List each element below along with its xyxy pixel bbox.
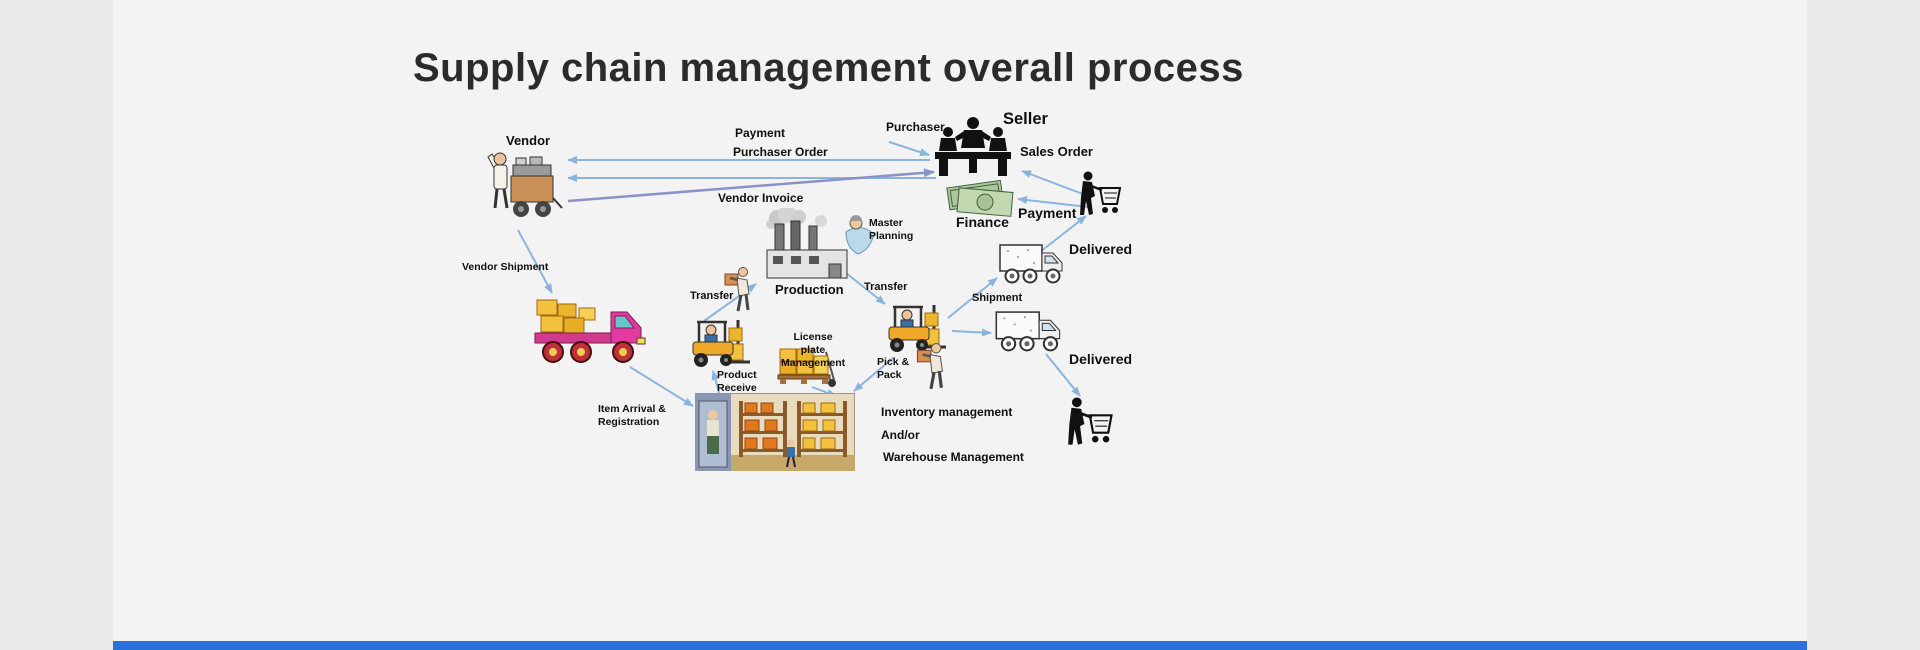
- item-arrival-registration-label: Item Arrival & Registration: [598, 403, 666, 429]
- pallet-clipart: [776, 346, 836, 388]
- license-plate-management-label: License plate Management: [781, 331, 846, 370]
- delivery-truck-bottom-clipart: [993, 308, 1065, 355]
- master-planning-label: Master Planning: [869, 217, 914, 243]
- factory-clipart: [763, 208, 851, 282]
- vendor-truck-clipart: [533, 296, 647, 368]
- finance-label: Finance: [956, 214, 1009, 230]
- payment-from-customer-label: Payment: [1018, 205, 1077, 221]
- worker-production-clipart: [724, 266, 754, 314]
- production-label: Production: [775, 282, 844, 297]
- delivery-truck-top-clipart: [998, 241, 1066, 287]
- vendor-label: Vendor: [506, 133, 551, 148]
- transfer-inbound-label: Transfer: [690, 290, 734, 302]
- delivered-bottom-label: Delivered: [1069, 351, 1133, 367]
- customer-cart-bottom-clipart: [1066, 394, 1118, 454]
- seller-icon: [933, 116, 1013, 178]
- and-or-label: And/or: [881, 428, 920, 442]
- payment-to-vendor-label: Payment: [735, 126, 786, 140]
- transfer-outbound-label: Transfer: [864, 281, 908, 293]
- warehouse-clipart: [695, 393, 855, 471]
- bottom-bar: [113, 641, 1807, 650]
- forklift-pick-clipart: [874, 301, 950, 353]
- vendor-invoice-label: Vendor Invoice: [718, 191, 804, 205]
- slide-background: [113, 0, 1807, 650]
- product-receive-label: Product Receive: [717, 369, 757, 395]
- finance-money-clipart: [946, 176, 1014, 218]
- master-planning-clipart: [840, 214, 878, 258]
- vendor-shipment-label: Vendor Shipment: [462, 261, 549, 273]
- seller-label: Seller: [1003, 110, 1048, 128]
- worker-pick-clipart: [916, 342, 948, 392]
- customer-cart-top-clipart: [1078, 170, 1126, 222]
- purchaser-label: Purchaser: [886, 120, 945, 134]
- forklift-receive-clipart: [681, 316, 751, 368]
- inventory-management-label: Inventory management: [881, 405, 1013, 419]
- warehouse-management-label: Warehouse Management: [883, 450, 1024, 464]
- delivered-top-label: Delivered: [1069, 241, 1133, 257]
- shipment-label: Shipment: [972, 292, 1023, 304]
- pick-pack-label: Pick & Pack: [877, 356, 910, 382]
- page-title: Supply chain management overall process: [413, 46, 1244, 90]
- sales-order-label: Sales Order: [1020, 144, 1093, 159]
- purchase-order-label: Purchaser Order: [733, 145, 828, 159]
- vendor-clipart: [483, 146, 567, 230]
